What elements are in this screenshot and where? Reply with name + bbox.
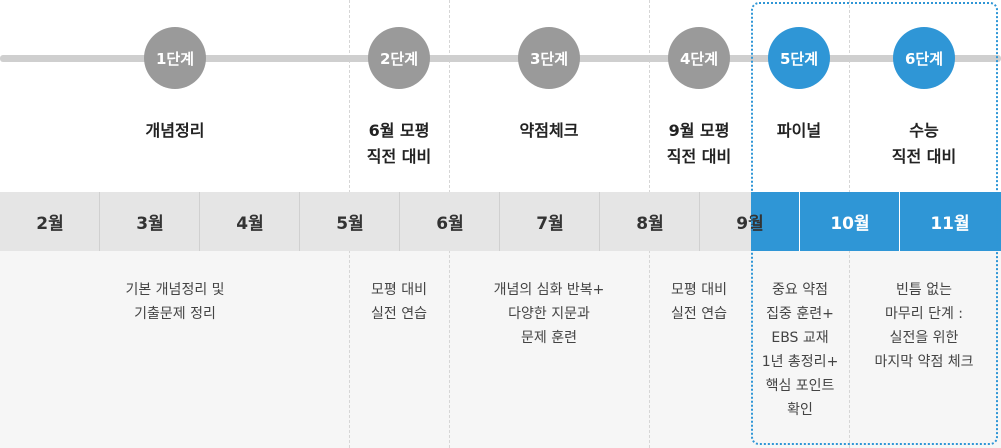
- stage-2-title: 6월 모평 직전 대비: [366, 121, 432, 166]
- stage-4-description: 모평 대비 실전 연습: [671, 282, 727, 322]
- month-divider: [199, 192, 200, 251]
- month-jun: 6월: [436, 214, 464, 234]
- stage-6-title: 수능 직전 대비: [891, 121, 957, 166]
- stage-2-badge: 2단계: [368, 27, 430, 89]
- stage-3-title: 약점체크: [519, 121, 579, 140]
- final-stages-highlight: [751, 2, 998, 445]
- month-mar: 3월: [136, 214, 164, 234]
- stage-5-badge: 5단계: [768, 27, 830, 89]
- month-divider: [699, 192, 700, 251]
- month-sep: 9월: [736, 214, 764, 234]
- month-divider: [99, 192, 100, 251]
- stage-5-description: 중요 약점 집중 훈련+ EBS 교재 1년 총정리+ 핵심 포인트 확인: [761, 282, 839, 418]
- month-nov: 11월: [930, 214, 970, 234]
- month-may: 5월: [336, 214, 364, 234]
- month-divider: [299, 192, 300, 251]
- stage-3-description: 개념의 심화 반복+ 다양한 지문과 문제 훈련: [493, 282, 605, 346]
- stage-5-title: 파이널: [776, 121, 822, 140]
- month-aug: 8월: [636, 214, 664, 234]
- stage-3-badge: 3단계: [518, 27, 580, 89]
- month-feb: 2월: [36, 214, 64, 234]
- month-jul: 7월: [536, 214, 564, 234]
- stage-6-badge: 6단계: [893, 27, 955, 89]
- month-divider: [399, 192, 400, 251]
- month-divider: [499, 192, 500, 251]
- month-oct: 10월: [830, 214, 870, 234]
- month-divider: [899, 192, 900, 251]
- month-divider: [799, 192, 800, 251]
- description-area-background: [0, 251, 1001, 448]
- month-apr: 4월: [236, 214, 264, 234]
- stage-1-description: 기본 개념정리 및 기출문제 정리: [125, 282, 225, 322]
- stage-2-description: 모평 대비 실전 연습: [371, 282, 427, 322]
- stage-1-title: 개념정리: [145, 121, 205, 140]
- timeline-track: [0, 55, 1001, 62]
- stage-1-badge: 1단계: [144, 27, 206, 89]
- stage-6-description: 빈틈 없는 마무리 단계 : 실전을 위한 마지막 약점 체크: [874, 282, 974, 370]
- month-band-highlight: [751, 192, 1001, 251]
- stage-4-title: 9월 모평 직전 대비: [666, 121, 732, 166]
- stage-4-badge: 4단계: [668, 27, 730, 89]
- month-divider: [599, 192, 600, 251]
